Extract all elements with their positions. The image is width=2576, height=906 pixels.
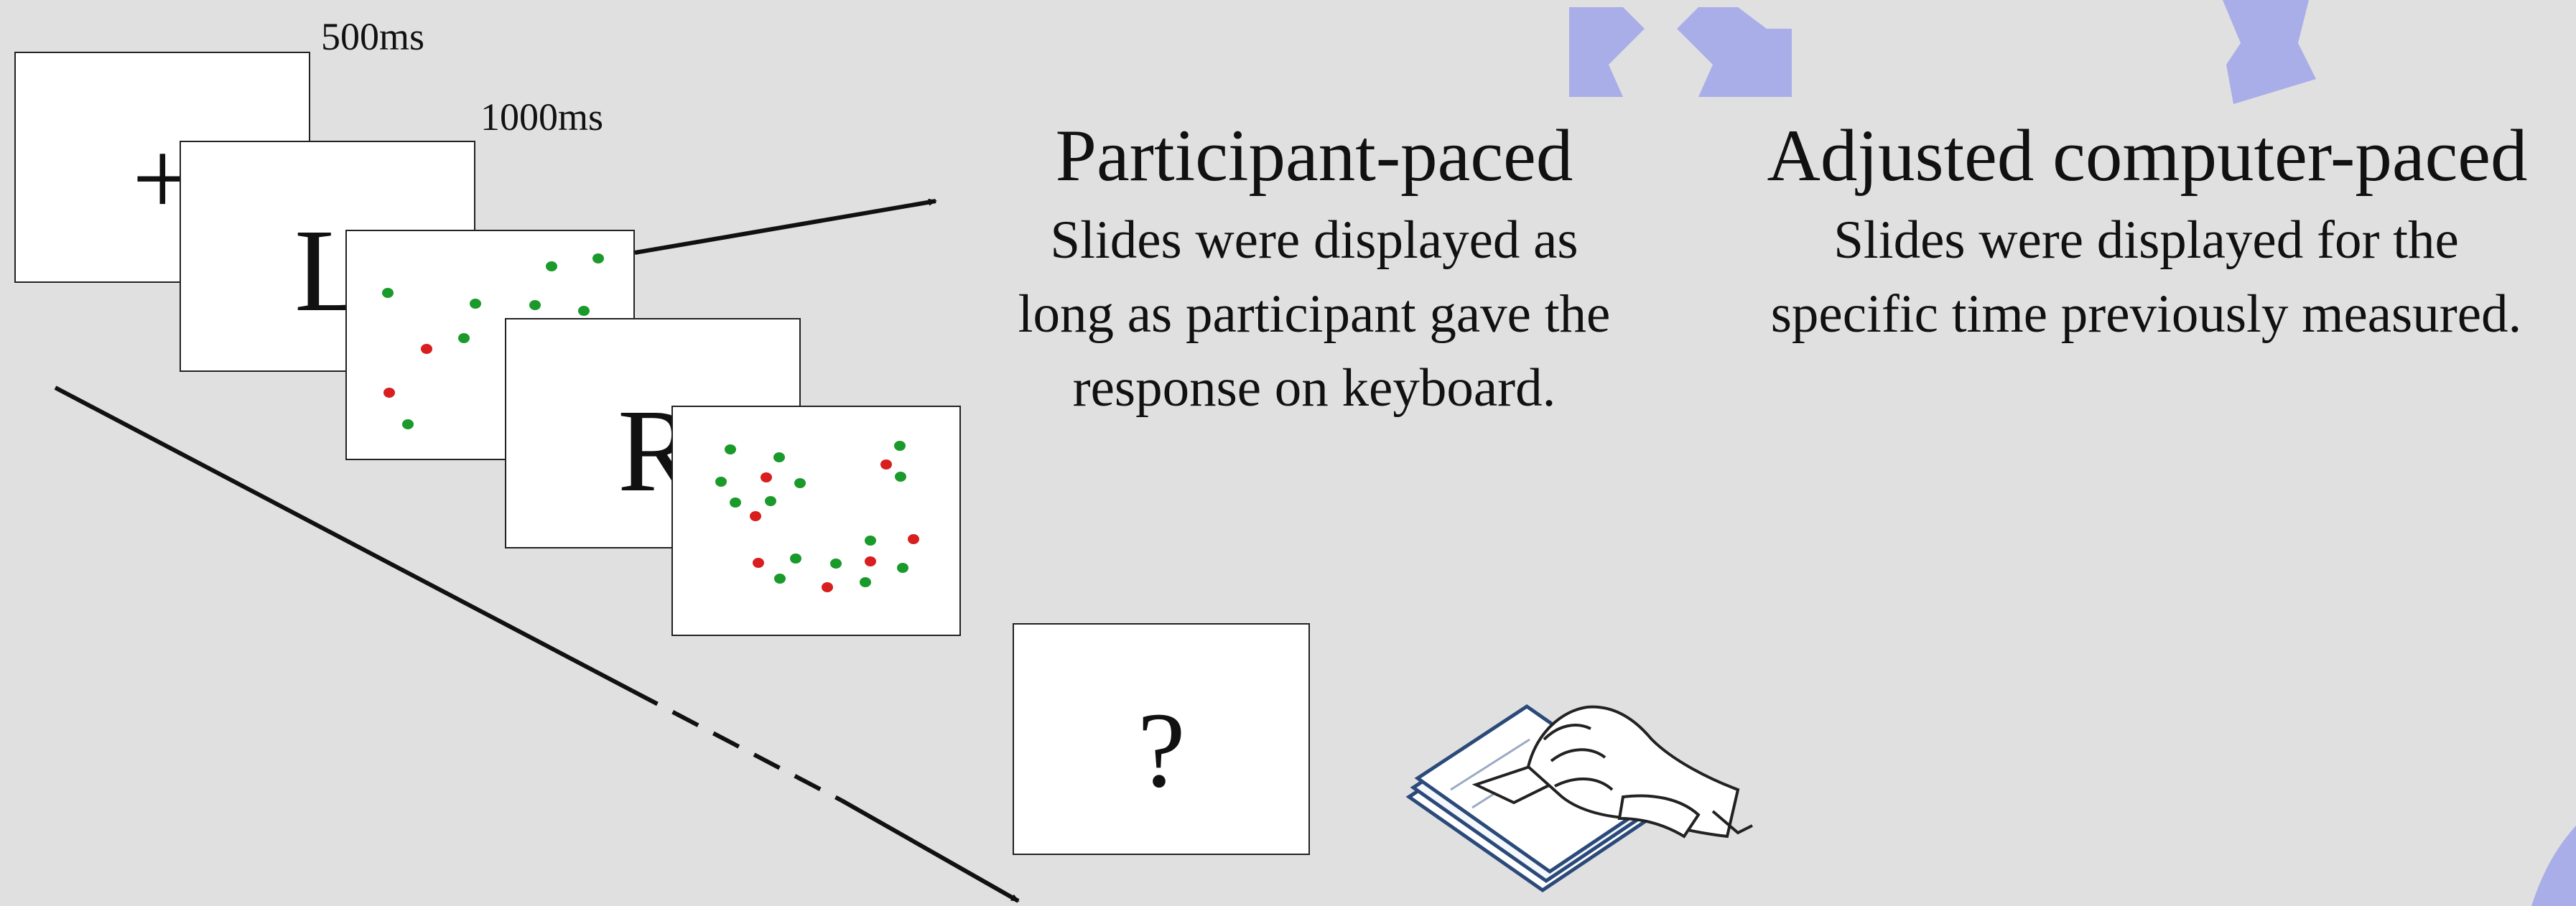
- green-dot: [894, 441, 906, 451]
- red-dot: [822, 582, 833, 592]
- green-dot: [382, 288, 394, 298]
- green-dot: [830, 559, 842, 569]
- red-dot: [865, 556, 876, 566]
- arrow-to-participant-paced: [634, 198, 937, 255]
- participant-paced-line-1: Slides were displayed as: [1050, 210, 1578, 270]
- red-dot: [753, 558, 764, 568]
- green-dot: [730, 498, 741, 508]
- red-dot: [750, 511, 761, 521]
- question-slide: ?: [1013, 623, 1310, 855]
- red-dot: [383, 388, 395, 398]
- green-dot: [529, 300, 541, 310]
- green-dot: [458, 333, 470, 343]
- participant-paced-line-2: long as participant gave the: [1018, 284, 1611, 344]
- computer-paced-line-1: Slides were displayed for the: [1833, 210, 2459, 270]
- computer-paced-title: Adjusted computer-paced: [1767, 115, 2528, 197]
- green-dot: [546, 261, 557, 271]
- green-dot: [402, 419, 414, 429]
- green-dot: [774, 574, 786, 584]
- dot-pattern-slide-1: [382, 253, 604, 429]
- time-arrow: [54, 386, 1020, 903]
- green-dot: [860, 577, 871, 587]
- green-dot: [794, 478, 806, 488]
- green-dot: [765, 496, 776, 506]
- fixation-duration-label: 500ms: [321, 15, 425, 58]
- red-dot: [421, 344, 432, 354]
- green-dot: [865, 536, 876, 546]
- participant-paced-title: Participant-paced: [1055, 115, 1573, 197]
- green-dot: [715, 477, 727, 487]
- hand-writing-on-paper-icon: [1405, 704, 1753, 893]
- letter-duration-label: 1000ms: [480, 95, 604, 139]
- red-dot: [908, 534, 919, 544]
- dot-slide-2: [671, 406, 961, 636]
- green-dot: [470, 299, 481, 309]
- blue-double-arrow-right: [1677, 7, 1792, 97]
- participant-paced-line-3: response on keyboard.: [1072, 358, 1556, 418]
- question-mark: ?: [1138, 691, 1186, 810]
- red-dot: [880, 459, 892, 470]
- green-dot: [592, 253, 604, 263]
- green-dot: [897, 563, 908, 573]
- red-dot: [761, 472, 772, 482]
- green-dot: [773, 452, 785, 462]
- participant-paced-description: Slides were displayed as long as partici…: [941, 203, 1688, 425]
- blue-double-arrow-left: [1569, 7, 1645, 97]
- green-dot: [790, 554, 801, 564]
- blue-curved-arrow-down: [2223, 0, 2316, 104]
- green-dot: [578, 306, 590, 316]
- dot-pattern-slide-2: [715, 441, 919, 592]
- green-dot: [895, 472, 906, 482]
- computer-paced-line-2: specific time previously measured.: [1770, 284, 2522, 344]
- blue-curve-corner: [2531, 826, 2576, 906]
- green-dot: [725, 444, 736, 454]
- computer-paced-description: Slides were displayed for the specific t…: [1716, 203, 2576, 351]
